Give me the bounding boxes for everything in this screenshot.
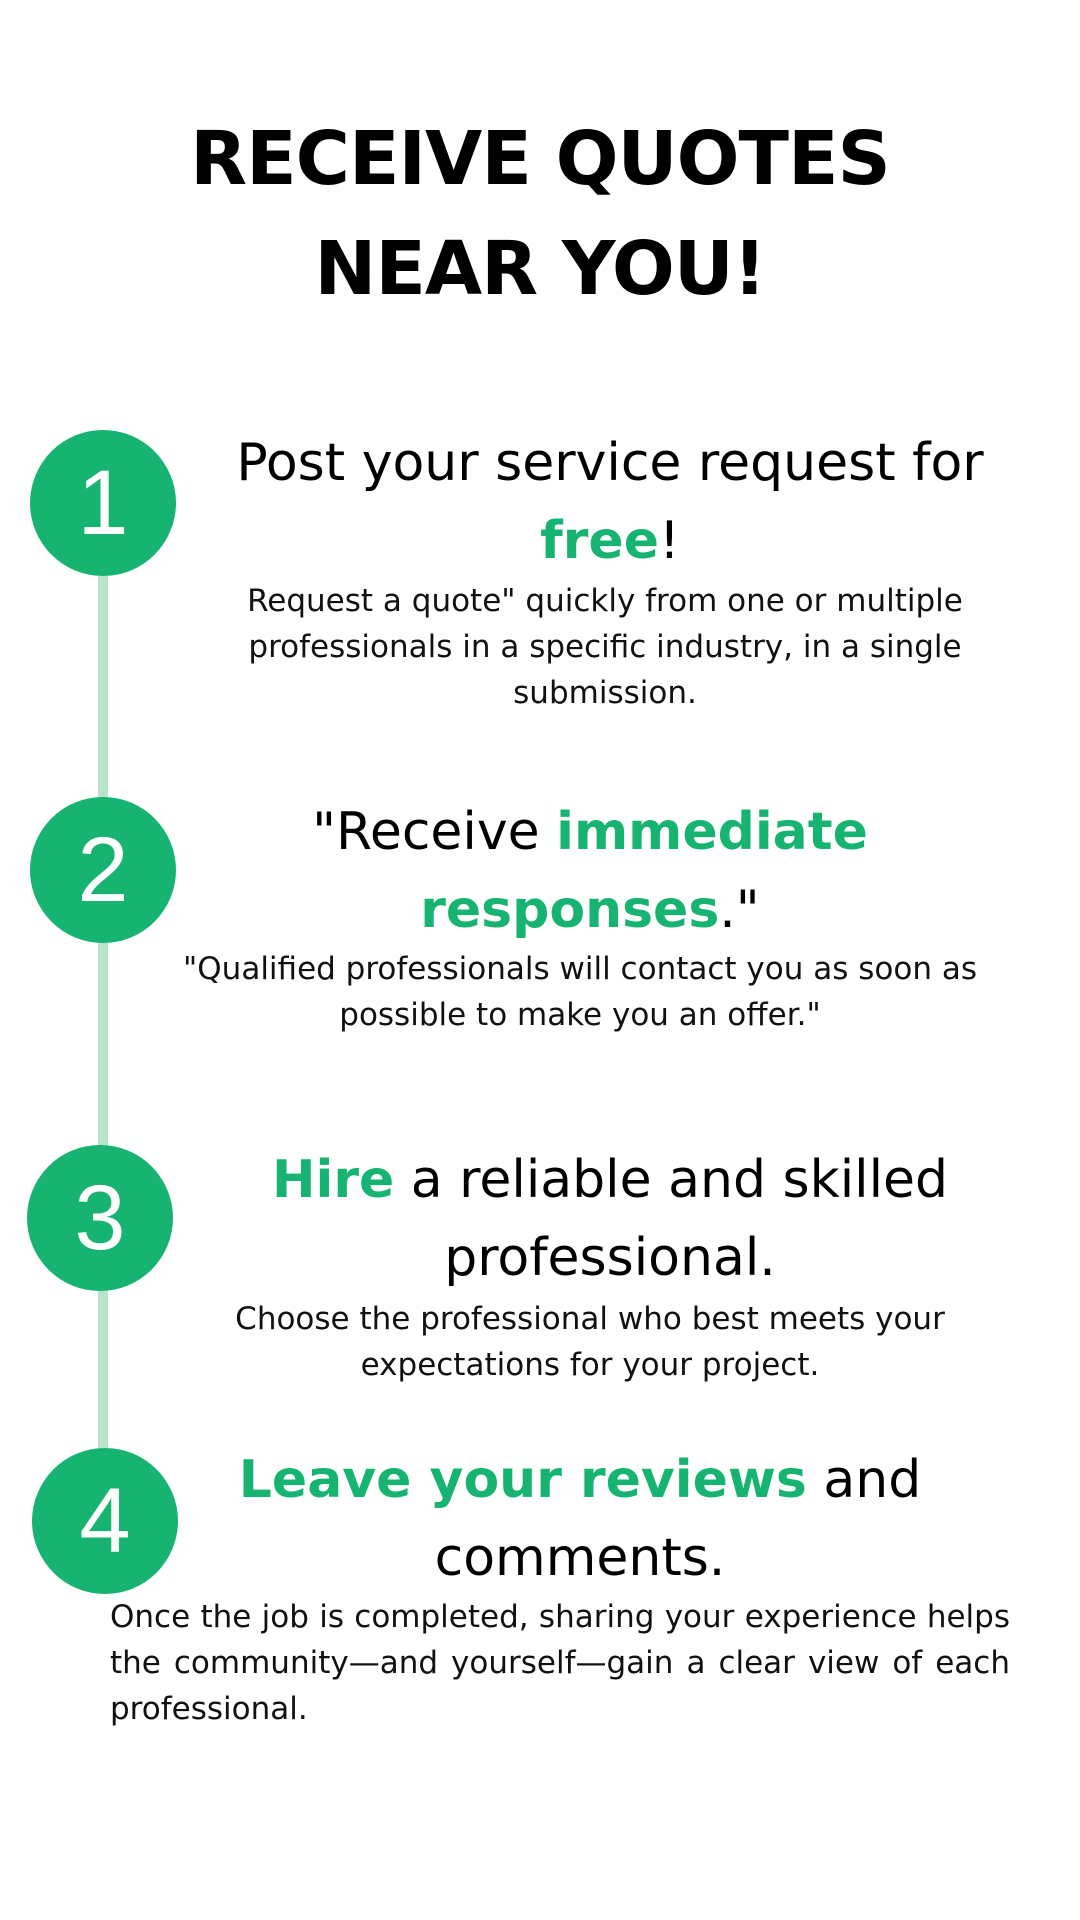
step-heading-text: "Receive <box>312 802 557 862</box>
step-description: Once the job is completed, sharing your … <box>110 1599 1010 1727</box>
step-number-badge: 2 <box>30 797 176 943</box>
title-line-2: NEAR YOU! <box>314 226 766 312</box>
timeline-segment <box>98 500 108 820</box>
timeline-segment <box>98 1240 108 1500</box>
step-heading-text: a reliable and skilled professional. <box>394 1150 949 1288</box>
step-heading-accent: free <box>540 511 659 571</box>
step-number-badge: 3 <box>27 1145 173 1291</box>
step-heading-text: Post your service request for <box>236 433 984 493</box>
step-heading: Hire a reliable and skilled professional… <box>210 1141 1010 1297</box>
step-heading-accent: Leave your reviews <box>238 1450 807 1510</box>
step-heading-text: ! <box>658 511 680 571</box>
step-description: "Qualified professionals will contact yo… <box>183 951 977 1033</box>
title-line-1: RECEIVE QUOTES <box>190 116 891 202</box>
step-description: Request a quote" quickly from one or mul… <box>247 583 963 711</box>
step-heading-accent: Hire <box>271 1150 395 1210</box>
step-heading-text: ." <box>719 880 760 940</box>
timeline-segment <box>98 870 108 1190</box>
step-heading-accent: immediate responses <box>420 802 868 940</box>
step-heading: "Receive immediate responses." <box>200 793 980 949</box>
step-number-badge: 4 <box>32 1448 178 1594</box>
step-heading: Leave your reviews and comments. <box>200 1441 960 1597</box>
step-number-badge: 1 <box>30 430 176 576</box>
step-heading-text: and comments. <box>434 1450 922 1588</box>
step-description: Choose the professional who best meets y… <box>235 1301 945 1383</box>
step-heading: Post your service request for free! <box>200 424 1020 580</box>
